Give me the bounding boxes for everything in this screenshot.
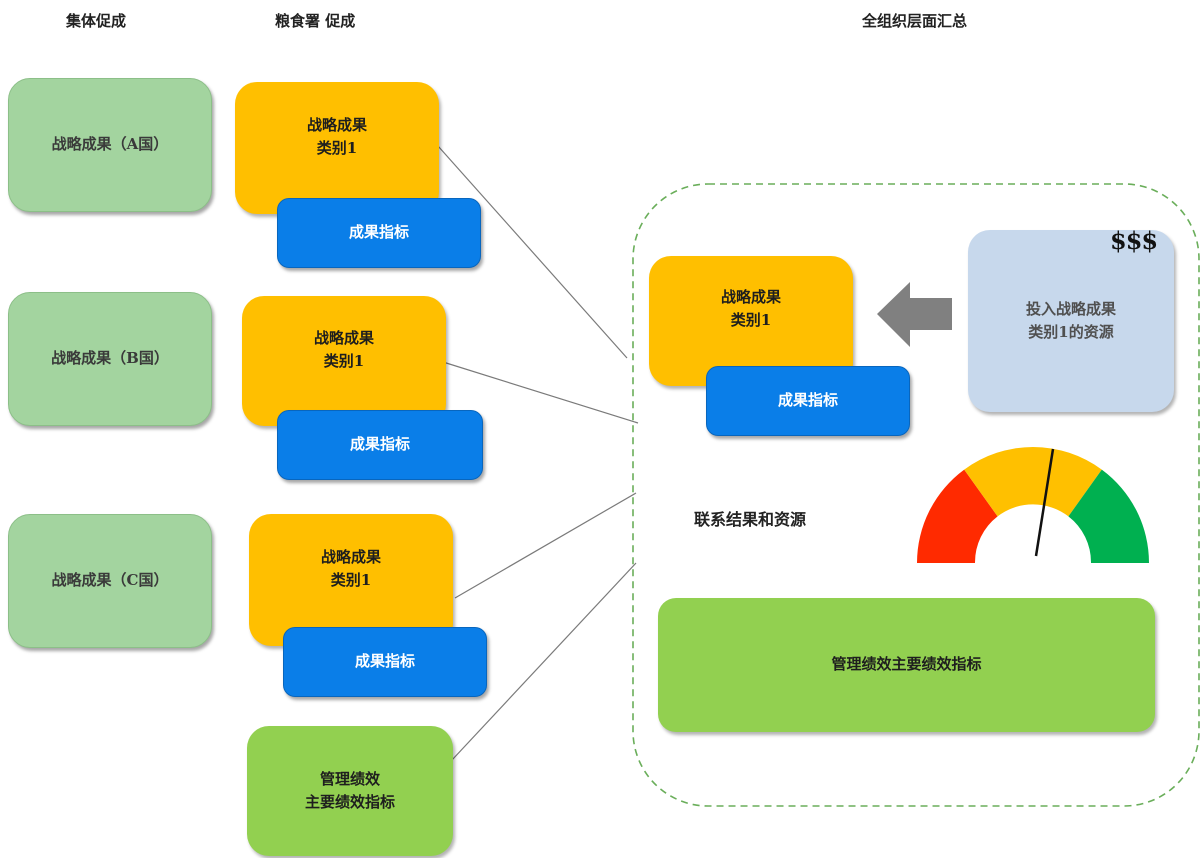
summary-category-label: 战略成果 类别1 bbox=[720, 287, 781, 329]
gauge-segment-green bbox=[1068, 469, 1149, 563]
dollar-sign-icon: $$$ bbox=[1110, 226, 1158, 255]
header-granary: 粮食署 促成 bbox=[275, 12, 356, 30]
management-kpi-label: 管理绩效 主要绩效指标 bbox=[304, 769, 395, 811]
outcome-indicator-box-1: 成果指标 bbox=[277, 198, 481, 268]
header-collective: 集体促成 bbox=[66, 12, 127, 30]
outcome-category-box-2: 战略成果 类别1 bbox=[242, 296, 446, 426]
outcome-indicator-label: 成果指标 bbox=[354, 652, 415, 671]
country-outcome-label: 战略成果（C国） bbox=[51, 571, 169, 590]
connector-line-4 bbox=[451, 562, 637, 761]
resources-label: 投入战略成果 类别1的资源 bbox=[1025, 299, 1116, 341]
outcome-indicator-label: 成果指标 bbox=[349, 435, 410, 454]
country-outcome-label: 战略成果（A国） bbox=[51, 135, 169, 154]
resource-arrow-icon bbox=[877, 282, 952, 347]
outcome-category-box-3: 战略成果 类别1 bbox=[249, 514, 453, 646]
connector-line-1 bbox=[437, 145, 628, 359]
outcome-category-label: 战略成果 类别1 bbox=[320, 547, 381, 589]
country-outcome-b: 战略成果（B国） bbox=[8, 292, 212, 426]
resources-box: 投入战略成果 类别1的资源 bbox=[968, 230, 1174, 412]
summary-category-box: 战略成果 类别1 bbox=[649, 256, 853, 386]
gauge-segment-red bbox=[916, 469, 998, 563]
management-kpi-box-small: 管理绩效 主要绩效指标 bbox=[247, 726, 453, 856]
org-summary-container bbox=[632, 183, 1200, 807]
country-outcome-label: 战略成果（B国） bbox=[51, 349, 169, 368]
link-results-resources-label: 联系结果和资源 bbox=[694, 510, 807, 529]
outcome-indicator-box-2: 成果指标 bbox=[277, 410, 483, 480]
outcome-indicator-label: 成果指标 bbox=[348, 223, 409, 242]
outcome-indicator-box-3: 成果指标 bbox=[283, 627, 487, 697]
country-outcome-c: 战略成果（C国） bbox=[8, 514, 212, 648]
management-kpi-box-large: 管理绩效主要绩效指标 bbox=[658, 598, 1155, 732]
outcome-category-label: 战略成果 类别1 bbox=[313, 328, 374, 370]
summary-indicator-box: 成果指标 bbox=[706, 366, 910, 436]
performance-gauge bbox=[916, 446, 1149, 563]
management-kpi-large-label: 管理绩效主要绩效指标 bbox=[831, 655, 982, 674]
outcome-category-label: 战略成果 类别1 bbox=[306, 115, 367, 157]
connector-line-2 bbox=[442, 361, 639, 424]
outcome-category-box-1: 战略成果 类别1 bbox=[235, 82, 439, 214]
gauge-segment-yellow bbox=[964, 446, 1102, 517]
connector-line-3 bbox=[454, 492, 637, 599]
header-org-summary: 全组织层面汇总 bbox=[862, 12, 968, 30]
summary-indicator-label: 成果指标 bbox=[777, 391, 838, 410]
country-outcome-a: 战略成果（A国） bbox=[8, 78, 212, 212]
gauge-needle bbox=[1034, 448, 1055, 557]
